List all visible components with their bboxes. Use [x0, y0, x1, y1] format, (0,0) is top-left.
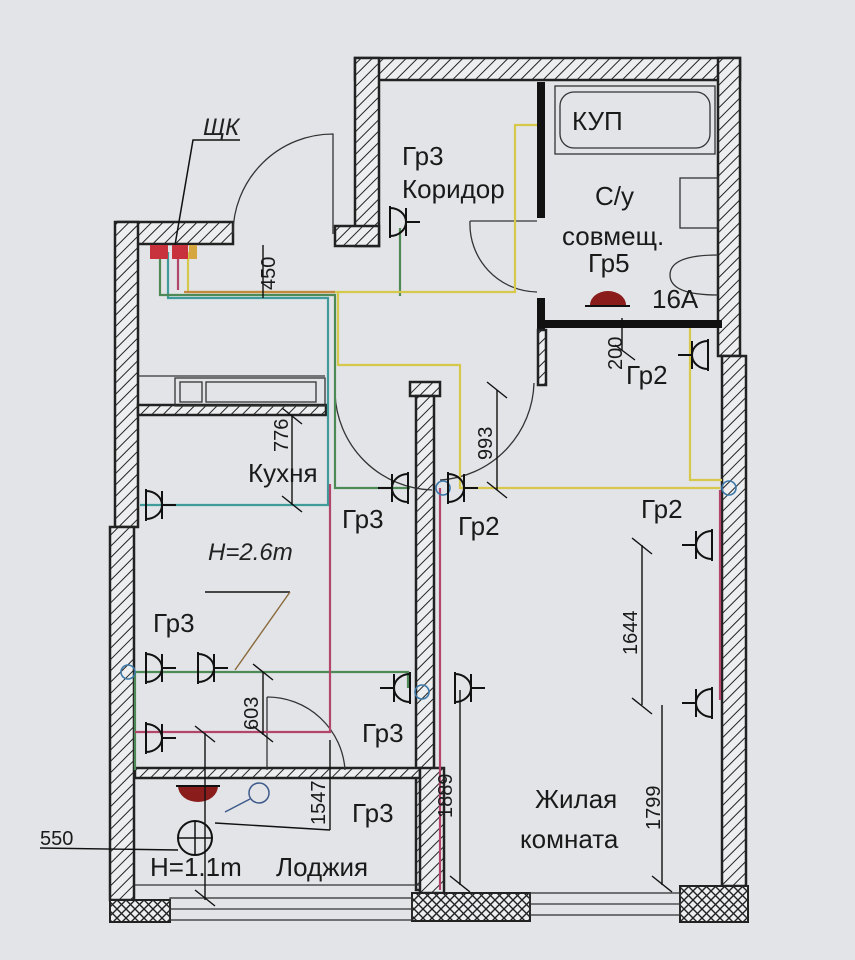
bathroom-name-2: совмещ.: [562, 221, 664, 251]
dim-1889: 1889: [435, 774, 457, 819]
corridor-name: Коридор: [402, 174, 505, 204]
sink: [679, 177, 719, 229]
dim-1644: 1644: [620, 611, 642, 656]
dimension-lines: [39, 245, 673, 907]
socket-outlet-icon: [145, 652, 176, 684]
loggia-switch: [248, 782, 270, 804]
socket-outlet-icon: [380, 672, 411, 704]
living-name: Жилая: [535, 784, 617, 814]
socket-outlet-icon: [682, 529, 713, 561]
bathroom-name: С/у: [595, 181, 634, 211]
cables: [133, 123, 722, 890]
dimension-labels: 450 200 993 776 1644 603 1547 1889 1799 …: [40, 257, 665, 850]
socket-outlet-icon: [145, 489, 176, 521]
living-group-left: Гр2: [458, 511, 500, 541]
room-labels: Гр3 Коридор КУП С/у совмещ. Гр5 16A Гр2 …: [150, 106, 699, 882]
dim-450: 450: [258, 257, 280, 290]
cable-yellow: [186, 123, 722, 490]
outlets: [145, 206, 713, 754]
bathroom-group: Гр5: [588, 248, 630, 278]
dim-603: 603: [241, 697, 263, 730]
kitchen-group-lower: Гр3: [362, 718, 404, 748]
socket-outlet-icon: [378, 472, 409, 504]
electrical-panel: ЩК: [150, 114, 241, 259]
bath-label: КУП: [572, 106, 623, 136]
cable-red: [135, 252, 722, 890]
cable-green: [133, 228, 410, 770]
junction-boxes: [120, 480, 737, 700]
bathtub: [554, 85, 716, 155]
bathroom-lamp: [590, 291, 626, 305]
socket-outlet-icon: [682, 687, 713, 719]
socket-outlet-icon: [447, 472, 478, 504]
panel-label: ЩК: [203, 114, 241, 141]
kitchen-group-center: Гр3: [342, 504, 384, 534]
cable-teal: [140, 252, 330, 507]
socket-outlet-icon: [145, 722, 176, 754]
dim-200: 200: [605, 337, 627, 370]
bathroom-partitions: [536, 82, 722, 387]
socket-outlet-icon: [454, 672, 485, 704]
dim-1799: 1799: [643, 786, 665, 831]
dim-776: 776: [271, 419, 293, 452]
loggia-name: Лоджия: [276, 852, 368, 882]
living-group-top: Гр2: [626, 360, 668, 390]
kitchen-counter: [174, 377, 326, 407]
kitchen-height: H=2.6m: [208, 539, 293, 566]
kitchen-group-left: Гр3: [153, 608, 195, 638]
loggia-lamp: [178, 786, 218, 802]
fixtures: [138, 85, 719, 407]
living-group-right: Гр2: [641, 494, 683, 524]
corridor-group: Гр3: [402, 141, 444, 171]
breaker-rating: 16A: [652, 284, 699, 314]
socket-outlet-icon: [389, 206, 420, 238]
kitchen-name: Кухня: [248, 458, 318, 488]
socket-outlet-icon: [678, 339, 709, 371]
loggia-height: H=1.1m: [150, 852, 242, 882]
dim-550: 550: [40, 828, 73, 850]
toilet: [669, 254, 719, 296]
socket-outlet-icon: [197, 652, 228, 684]
ceiling-lamps: [176, 291, 630, 856]
living-name-2: комната: [520, 824, 619, 854]
dim-1547: 1547: [308, 781, 330, 826]
windows: [135, 884, 681, 921]
dim-993: 993: [475, 427, 497, 460]
loggia-group: Гр3: [352, 798, 394, 828]
